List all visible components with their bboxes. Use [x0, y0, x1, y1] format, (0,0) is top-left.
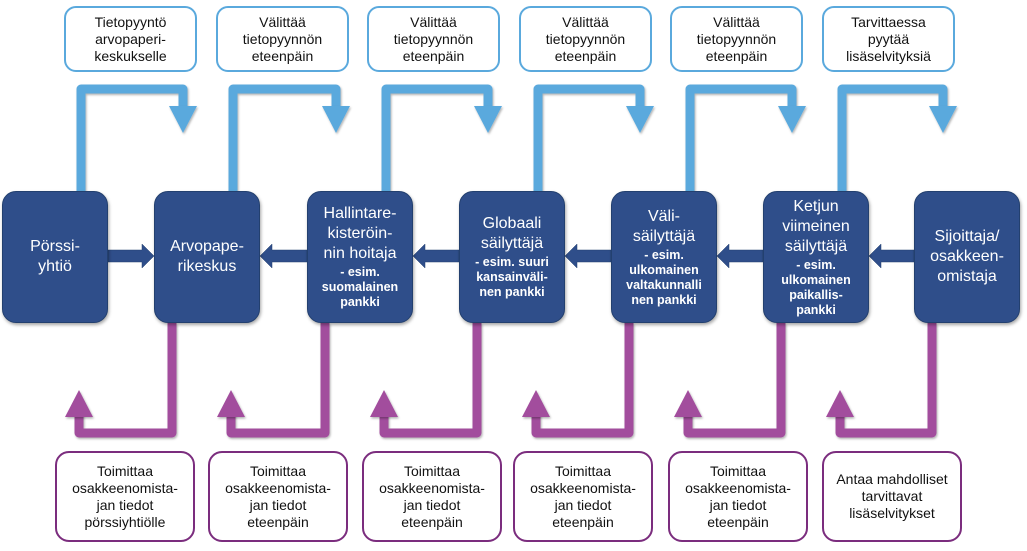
node-subtitle: - esim. suuri kansainväli- nen pankki — [475, 255, 549, 299]
response-label-box: Toimittaa osakkeenomista- jan tiedot pör… — [55, 451, 195, 542]
request-arrow-line — [533, 84, 645, 191]
request-arrow-line — [381, 84, 493, 191]
response-arrow-head — [522, 390, 550, 417]
request-arrow-line — [228, 84, 341, 191]
node-title: Pörssi- yhtiö — [30, 238, 80, 275]
response-arrow-head — [65, 390, 93, 417]
node-title: Arvopape- rikeskus — [170, 238, 244, 275]
response-arrow-line — [683, 323, 786, 438]
request-label-box: Välittää tietopyynnön eteenpäin — [367, 6, 500, 72]
flow-arrow-left — [564, 243, 612, 269]
request-arrow-head — [322, 106, 350, 133]
response-label-box: Toimittaa osakkeenomista- jan tiedot ete… — [362, 451, 502, 542]
response-label-box: Toimittaa osakkeenomista- jan tiedot ete… — [513, 451, 653, 542]
response-arrow-head — [674, 390, 702, 417]
request-arrow-head — [626, 106, 654, 133]
node-arvopaperikeskus: Arvopape- rikeskus — [154, 191, 260, 323]
node-sijoittaja-osakkeenomistaja: Sijoittaja/ osakkeen- omistaja — [914, 191, 1020, 323]
response-label-box: Antaa mahdolliset tarvittavat lisäselvit… — [822, 451, 962, 542]
response-arrow-head — [826, 390, 854, 417]
response-arrow-line — [835, 323, 937, 438]
request-label-box: Tarvittaessa pyytää lisäselvityksiä — [822, 6, 955, 72]
flow-arrow-left — [716, 243, 764, 269]
request-arrow-head — [474, 106, 502, 133]
request-arrow-line — [685, 84, 797, 191]
flow-arrow-left — [412, 243, 460, 269]
node-globaali-sailyttaja: Globaali säilyttäjä - esim. suuri kansai… — [459, 191, 565, 323]
flow-arrow-right — [107, 243, 155, 269]
node-valisailyttaja: Väli- säilyttäjä - esim. ulkomainen valt… — [611, 191, 717, 323]
request-label-box: Välittää tietopyynnön eteenpäin — [519, 6, 652, 72]
request-label-box: Välittää tietopyynnön eteenpäin — [670, 6, 803, 72]
request-arrow-head — [778, 106, 806, 133]
response-arrow-head — [217, 390, 245, 417]
request-arrow-head — [169, 106, 197, 133]
node-subtitle: - esim. ulkomainen paikallis- pankki — [781, 257, 851, 317]
flow-arrow-left — [868, 243, 915, 269]
response-arrow-head — [370, 390, 398, 417]
request-label-box: Välittää tietopyynnön eteenpäin — [216, 6, 349, 72]
node-title: Hallintare- kisteröin- nin hoitaja — [323, 205, 397, 262]
node-title: Globaali säilyttäjä — [480, 215, 544, 252]
response-arrow-line — [74, 323, 177, 438]
node-porssiyhtio: Pörssi- yhtiö — [2, 191, 108, 323]
request-label-box: Tietopyyntö arvopaperi- keskukselle — [64, 6, 197, 72]
node-title: Väli- säilyttäjä — [632, 207, 696, 245]
node-title: Ketjun viimeinen säilyttäjä — [782, 197, 850, 255]
request-arrow-head — [929, 106, 957, 133]
flow-arrow-left — [259, 243, 308, 269]
request-arrow-line — [837, 84, 948, 191]
response-arrow-line — [226, 323, 330, 438]
node-ketjun-viimeinen-sailyttaja: Ketjun viimeinen säilyttäjä - esim. ulko… — [763, 191, 869, 323]
response-label-box: Toimittaa osakkeenomista- jan tiedot ete… — [208, 451, 348, 542]
response-arrow-line — [379, 323, 482, 438]
node-hallintarekisteroinnin-hoitaja: Hallintare- kisteröin- nin hoitaja - esi… — [307, 191, 413, 323]
node-subtitle: - esim. ulkomainen valtakunnalli nen pan… — [626, 247, 702, 307]
request-arrow-line — [76, 84, 188, 191]
response-label-box: Toimittaa osakkeenomista- jan tiedot ete… — [668, 451, 808, 542]
node-title: Sijoittaja/ osakkeen- omistaja — [930, 228, 1004, 285]
response-arrow-line — [531, 323, 634, 438]
node-subtitle: - esim. suomalainen pankki — [321, 265, 399, 309]
